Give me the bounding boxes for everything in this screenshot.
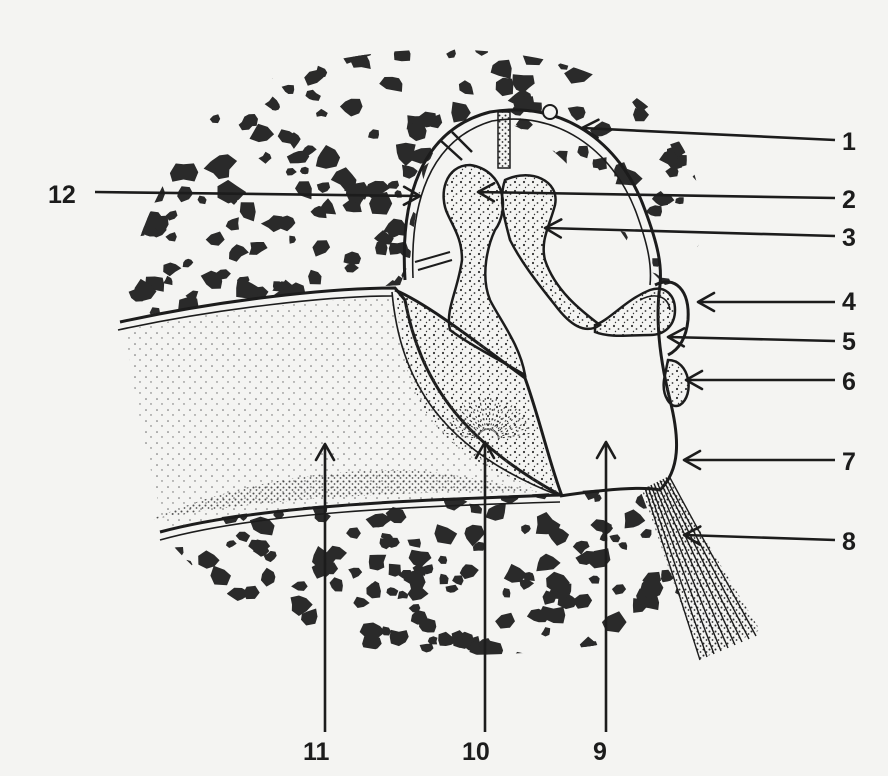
label-11: 11 — [303, 738, 330, 766]
label-10: 10 — [462, 738, 490, 766]
round-window — [664, 360, 689, 406]
leader-8 — [684, 527, 835, 545]
leader-4 — [698, 293, 835, 311]
label-3: 3 — [842, 224, 856, 252]
label-4: 4 — [842, 288, 856, 316]
leader-5 — [668, 328, 835, 346]
incus — [502, 175, 600, 329]
label-9: 9 — [593, 738, 607, 766]
temporal-bone-upper — [102, 30, 716, 326]
label-12: 12 — [48, 181, 76, 209]
label-1: 1 — [842, 128, 856, 156]
leader-6 — [686, 371, 835, 389]
label-6: 6 — [842, 368, 856, 396]
label-7: 7 — [842, 448, 856, 476]
label-2: 2 — [842, 186, 856, 214]
eustachian-tube — [642, 476, 760, 660]
leader-7 — [684, 451, 835, 469]
label-8: 8 — [842, 528, 856, 556]
label-5: 5 — [842, 328, 856, 356]
stapes — [595, 289, 675, 336]
leader-9 — [597, 442, 615, 732]
